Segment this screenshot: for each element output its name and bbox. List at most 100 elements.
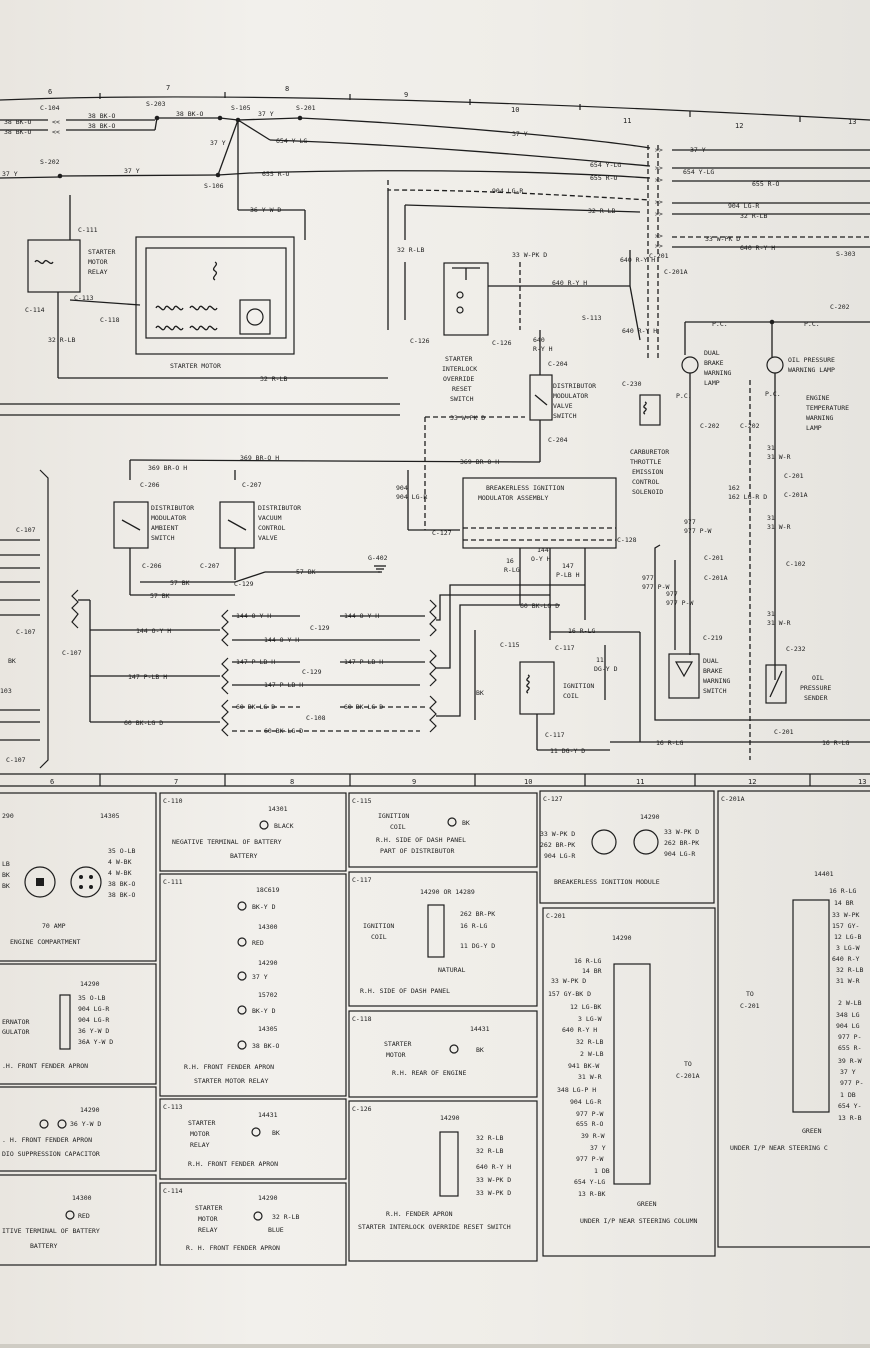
view-c127: C-127 14290 33 W-PK D 262 BR-PK 904 LG-R…: [539, 790, 715, 904]
svg-text:VACUUM: VACUUM: [258, 514, 282, 522]
svg-text:CONTROL: CONTROL: [258, 524, 285, 532]
svg-text:12 LG-B: 12 LG-B: [834, 933, 861, 941]
svg-text:C-117: C-117: [352, 876, 372, 884]
svg-text:14 BR: 14 BR: [834, 899, 854, 907]
svg-text:38 BK-O: 38 BK-O: [252, 1042, 279, 1050]
grid-b-13: 13: [858, 778, 866, 786]
wire-label: 33 W-PK D: [512, 251, 547, 259]
svg-text:STARTER: STARTER: [384, 1040, 411, 1048]
connector-c219: C-219: [703, 634, 723, 642]
svg-text:DIO SUPPRESSION CAPACITOR: DIO SUPPRESSION CAPACITOR: [2, 1150, 100, 1158]
grid-b-9: 9: [412, 778, 416, 786]
connector-c201a: C-201A: [664, 268, 688, 276]
wire-label: 37 Y: [690, 146, 706, 154]
grid-num-6: 6: [48, 88, 52, 96]
view-c113: C-113 14431 STARTER MOTOR RELAY BK R.H. …: [159, 1098, 347, 1180]
svg-text:14290: 14290: [80, 980, 100, 988]
svg-text:WARNING: WARNING: [703, 677, 730, 685]
connector-c201-m: C-201: [704, 554, 724, 562]
svg-text:654 Y-LG: 654 Y-LG: [574, 1178, 605, 1186]
svg-text:C-201A: C-201A: [721, 795, 745, 803]
svg-text:977 P-W: 977 P-W: [576, 1110, 603, 1118]
svg-text:BREAKERLESS IGNITION MODULE: BREAKERLESS IGNITION MODULE: [554, 878, 660, 886]
svg-text:37 Y: 37 Y: [252, 973, 268, 981]
wire-label: 32 R-LB: [397, 246, 424, 254]
label-module-1: BREAKERLESS IGNITION: [486, 484, 564, 492]
left-bk: BK: [8, 657, 16, 665]
wire-label: 640 R-Y H: [620, 256, 655, 264]
svg-text:PART OF DISTRIBUTOR: PART OF DISTRIBUTOR: [380, 847, 454, 855]
connector-c111: C-111: [78, 226, 98, 234]
ground-g402: G-402: [368, 554, 388, 562]
connector-c201a-m: C-201A: [704, 574, 728, 582]
wire-label: 654 Y-LG: [683, 168, 714, 176]
view-suppression-capacitor: 14290 36 Y-W D . H. FRONT FENDER APRON D…: [0, 1086, 157, 1172]
svg-text:R. H. FRONT FENDER APRON: R. H. FRONT FENDER APRON: [186, 1244, 280, 1252]
wire-label: 144 O-Y H: [344, 612, 379, 620]
svg-text:C-115: C-115: [352, 797, 372, 805]
grid-b-11: 11: [636, 778, 644, 786]
svg-text:640 R-Y H: 640 R-Y H: [476, 1163, 511, 1171]
splice-s201: S-201: [296, 104, 316, 112]
svg-text:VALVE: VALVE: [258, 534, 278, 542]
splice-s303: S-303: [836, 250, 856, 258]
svg-text:WARNING: WARNING: [704, 369, 731, 377]
svg-text:WARNING LAMP: WARNING LAMP: [788, 366, 835, 374]
svg-text:11: 11: [596, 656, 604, 664]
svg-text:NEGATIVE TERMINAL OF BATTERY: NEGATIVE TERMINAL OF BATTERY: [172, 838, 282, 846]
svg-text:UNDER I/P NEAR STEERING COLUMN: UNDER I/P NEAR STEERING COLUMN: [580, 1217, 697, 1225]
connector-c107-d: C-107: [6, 756, 26, 764]
svg-text:14301: 14301: [268, 805, 288, 813]
svg-text:<<: <<: [52, 128, 60, 136]
wire-label: 16 R-LG: [822, 739, 849, 747]
svg-text:3 LG-W: 3 LG-W: [836, 944, 860, 952]
wire-label: 60 BK-LG D: [520, 602, 559, 610]
view-c118: C-118 14431 STARTER MOTOR BK R.H. REAR O…: [348, 1010, 538, 1098]
wire-label: 37 Y: [258, 110, 274, 118]
wire-label: 38 BK-O: [4, 128, 31, 136]
svg-text:13 R-BK: 13 R-BK: [578, 1190, 605, 1198]
svg-text:R.H. SIDE OF DASH PANEL: R.H. SIDE OF DASH PANEL: [376, 836, 466, 844]
wire-label: 654 Y-LG: [590, 161, 621, 169]
svg-text:AMBIENT: AMBIENT: [151, 524, 178, 532]
wire-label: 60 BK-LG D: [264, 727, 303, 735]
svg-text:14300: 14300: [72, 1194, 92, 1202]
wire-label: 38 BK-O: [88, 112, 115, 120]
svg-text:14305: 14305: [258, 1025, 278, 1033]
grid-num-11: 11: [623, 117, 631, 125]
label-dual-switch: DUAL: [703, 657, 719, 665]
wire-label: 977 P-W: [684, 527, 711, 535]
svg-text:BRAKE: BRAKE: [703, 667, 723, 675]
svg-text:904 LG-R: 904 LG-R: [78, 1016, 109, 1024]
svg-text:11 DG-Y D: 11 DG-Y D: [460, 942, 495, 950]
label-vac-valve: DISTRIBUTOR: [258, 504, 301, 512]
connector-c107-b: C-107: [16, 526, 36, 534]
svg-text:BLUE: BLUE: [268, 1226, 284, 1234]
svg-text:GREEN: GREEN: [802, 1127, 822, 1135]
svg-text:14 BR: 14 BR: [582, 967, 602, 975]
wire-label: 904: [396, 484, 408, 492]
svg-text:BATTERY: BATTERY: [30, 1242, 57, 1250]
svg-text:39 R-W: 39 R-W: [838, 1057, 862, 1065]
wire-label: 369 BR-O H: [460, 458, 499, 466]
grid-num-7: 7: [166, 84, 170, 92]
label-coil: IGNITION: [563, 682, 594, 690]
svg-text:R.H. REAR OF ENGINE: R.H. REAR OF ENGINE: [392, 1069, 466, 1077]
wire-label: 32 R-LB: [260, 375, 287, 383]
view-c111: C-111 18C619 BK-Y D 14300 RED 14290 37 Y…: [159, 873, 347, 1097]
svg-text:262 BR-PK: 262 BR-PK: [460, 910, 495, 918]
svg-text:18C619: 18C619: [256, 886, 280, 894]
svg-text:162: 162: [728, 484, 740, 492]
wire-label: 977 P-W: [666, 599, 693, 607]
svg-text:R-LG: R-LG: [504, 566, 520, 574]
connector-c207-a: C-207: [242, 481, 262, 489]
svg-text:38 BK-O: 38 BK-O: [108, 891, 135, 899]
svg-text:33 W-PK: 33 W-PK: [832, 911, 859, 919]
svg-text:640 R-Y H: 640 R-Y H: [562, 1026, 597, 1034]
svg-text:STARTER: STARTER: [195, 1204, 222, 1212]
svg-text:12 LG-BK: 12 LG-BK: [570, 1003, 601, 1011]
label-dual-lamp: DUAL: [704, 349, 720, 357]
upper-wire-harness: C-104 S-203 S-105 S-201 38 BK-O 38 BK-O …: [0, 100, 870, 360]
wire-label: 32 R-LB: [740, 212, 767, 220]
view-c201a: C-201A 14401 16 R-LG 14 BR 33 W-PK 157 G…: [717, 790, 870, 1248]
